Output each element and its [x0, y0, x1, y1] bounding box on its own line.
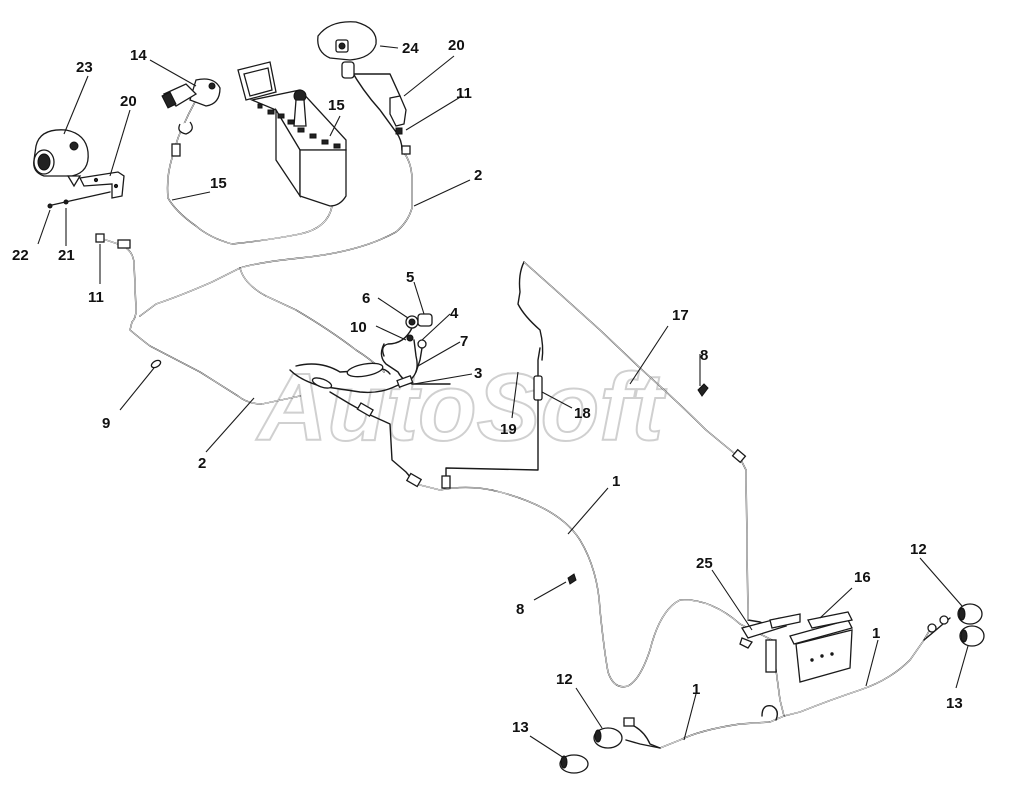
harness-1-wires [405, 472, 951, 749]
callout-18: 18 [574, 405, 591, 422]
callout-21: 21 [58, 247, 75, 264]
work-lamp-24 [317, 21, 377, 79]
callout-20-left: 20 [120, 93, 137, 110]
callout-6: 6 [362, 290, 370, 307]
callout-13-right: 13 [946, 695, 963, 712]
joystick-14 [161, 78, 221, 157]
callout-12-right: 12 [910, 541, 927, 558]
callout-2-bottom: 2 [198, 455, 206, 472]
control-console-15 [237, 61, 347, 207]
callout-25: 25 [696, 555, 713, 572]
callout-7: 7 [460, 333, 468, 350]
lamp-13-right [927, 615, 985, 647]
callout-1-bottom: 1 [692, 681, 700, 698]
bracket-25 [739, 613, 801, 673]
callout-11-right: 11 [456, 85, 472, 102]
callout-9: 9 [102, 415, 110, 432]
clip-8-top [697, 383, 709, 397]
callout-19: 19 [500, 421, 517, 438]
clip-8-bottom [567, 573, 577, 585]
callout-15-wire: 15 [210, 175, 227, 192]
callout-23: 23 [76, 59, 93, 76]
callout-20-right: 20 [448, 37, 465, 54]
grommet-9 [150, 359, 162, 369]
center-junction [289, 313, 543, 485]
callouts: 23 20 14 15 15 24 20 11 2 22 21 11 5 6 4… [12, 37, 963, 736]
callout-11-left: 11 [88, 289, 104, 306]
callout-4: 4 [450, 305, 459, 322]
leader-lines [37, 45, 969, 759]
callout-1-center: 1 [612, 473, 620, 490]
callout-17: 17 [672, 307, 689, 324]
watermark: AutoSoft [256, 354, 667, 461]
callout-12-left: 12 [556, 671, 573, 688]
callout-14: 14 [130, 47, 147, 64]
callout-5: 5 [406, 269, 414, 286]
mount-plate-16 [789, 611, 853, 683]
callout-8-bottom: 8 [516, 601, 524, 618]
lamp-13-left [559, 754, 589, 774]
callout-22: 22 [12, 247, 29, 264]
callout-13-left: 13 [512, 719, 529, 736]
lamp-12-left [593, 717, 635, 749]
callout-3: 3 [474, 365, 482, 382]
callout-15-console: 15 [328, 97, 345, 114]
bracket-20-right [389, 95, 411, 155]
callout-8-top: 8 [700, 347, 708, 364]
lamp-12-right [957, 603, 983, 625]
callout-10: 10 [350, 319, 367, 336]
work-lamp-23 [33, 129, 89, 188]
callout-24: 24 [402, 40, 419, 57]
callout-16: 16 [854, 569, 871, 586]
bracket-20-left [47, 171, 131, 249]
callout-1-right: 1 [872, 625, 880, 642]
callout-2-top: 2 [474, 167, 482, 184]
